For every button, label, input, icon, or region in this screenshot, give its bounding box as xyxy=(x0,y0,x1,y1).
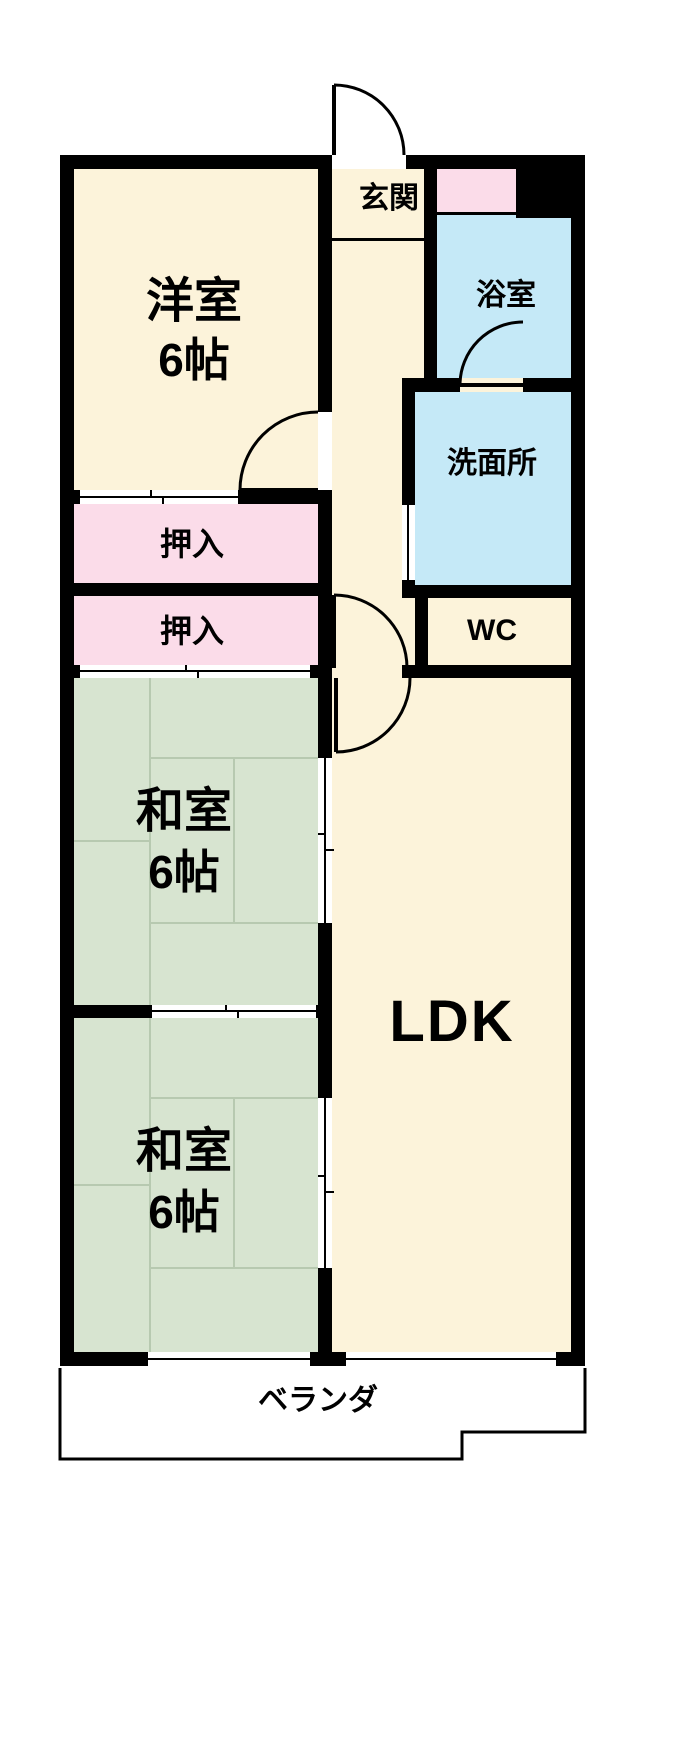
sliding-door-closet-upper-line xyxy=(80,496,238,498)
wall-outer-left xyxy=(60,155,74,1366)
veranda-label: ベランダ xyxy=(258,1384,378,1417)
wall-wc-left xyxy=(415,585,428,678)
japanese-room-2-label: 和室 xyxy=(135,1125,233,1178)
room-japanese-1 xyxy=(74,678,318,1005)
entrance-door-arc xyxy=(333,83,406,156)
western-room-size: 6帖 xyxy=(158,334,230,386)
closet-lower-label: 押入 xyxy=(159,613,225,649)
genkan-label: 玄関 xyxy=(359,182,419,215)
sliding-door-closet-lower-tick-b xyxy=(197,671,199,678)
washroom-door-line xyxy=(407,505,409,580)
washroom-label: 洗面所 xyxy=(447,447,537,480)
western-room-door-gap xyxy=(318,412,332,490)
wall-closet-middle xyxy=(60,583,332,596)
wall-bath-bottom-b xyxy=(523,378,585,392)
wall-outer-top-left xyxy=(60,155,332,169)
wall-bath-left xyxy=(424,155,437,392)
wall-bath-bottom-a xyxy=(402,378,460,392)
sliding-door-japanese2-tick-b xyxy=(326,1191,334,1193)
room-closet-lower xyxy=(74,596,318,665)
sliding-door-closet-lower-line xyxy=(80,670,310,672)
ldk-label: LDK xyxy=(389,989,515,1054)
sliding-door-japanese2-line xyxy=(324,1098,326,1268)
sliding-door-japanese-divider-tick-a xyxy=(225,1005,227,1011)
western-room-label: 洋室 xyxy=(145,275,243,328)
sliding-door-japanese2-tick-a xyxy=(318,1175,326,1177)
wall-washroom-bottom xyxy=(402,585,585,598)
room-closet-upper xyxy=(74,504,318,583)
sliding-door-japanese-divider-line xyxy=(152,1010,316,1012)
sliding-door-japanese1-tick-a xyxy=(318,833,326,835)
sliding-door-japanese1-line xyxy=(324,758,326,923)
room-washroom xyxy=(415,392,571,585)
room-utility-pink-box xyxy=(437,169,516,212)
sliding-door-closet-upper-tick-b xyxy=(162,497,164,504)
sliding-door-closet-upper-tick-a xyxy=(150,490,152,497)
wall-wc-bottom xyxy=(402,665,585,678)
sliding-door-japanese1-tick-b xyxy=(326,849,334,851)
sliding-door-closet-lower-tick-a xyxy=(185,665,187,672)
bath-label: 浴室 xyxy=(476,279,536,312)
wall-outer-right xyxy=(571,155,585,1366)
genkan-step-line xyxy=(332,238,424,241)
japanese-room-2-size: 6帖 xyxy=(148,1186,220,1238)
window-ldk-veranda-line xyxy=(346,1358,556,1360)
wc-label: WC xyxy=(467,614,517,647)
room-japanese-2 xyxy=(74,1018,318,1352)
pink-box-bottom-line xyxy=(437,212,516,215)
japanese-room-1-label: 和室 xyxy=(135,785,233,838)
closet-upper-label: 押入 xyxy=(159,526,225,562)
japanese-room-1-size: 6帖 xyxy=(148,846,220,898)
sliding-door-japanese-divider-tick-b xyxy=(237,1011,239,1018)
window-japanese2-veranda-line xyxy=(148,1358,310,1360)
